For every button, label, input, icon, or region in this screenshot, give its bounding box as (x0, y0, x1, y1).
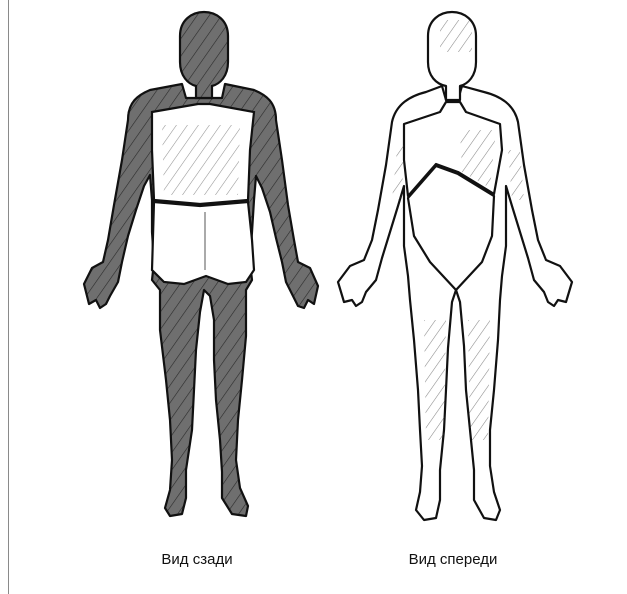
front-view-figure (338, 12, 572, 520)
back-head (180, 12, 228, 98)
back-view-figure (84, 12, 318, 516)
front-view-label: Вид спереди (409, 551, 498, 568)
back-view-label: Вид сзади (161, 551, 232, 568)
back-lower-torso-region (152, 202, 254, 284)
